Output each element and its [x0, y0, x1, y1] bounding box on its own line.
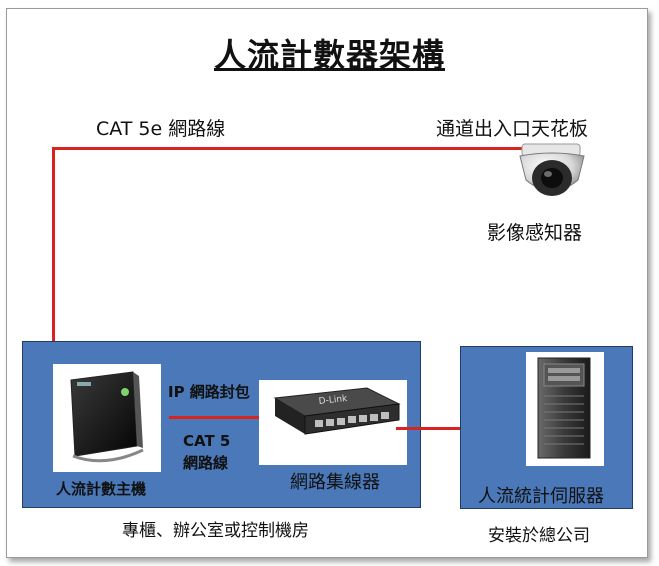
cable-horizontal-top — [52, 147, 542, 150]
cable-switch-server — [396, 427, 466, 430]
host-card — [53, 364, 161, 472]
sensor-label: 影像感知器 — [487, 222, 583, 244]
server-card — [526, 352, 604, 466]
ip-packet-label: IP 網路封包 — [168, 383, 250, 401]
cable-top-label: CAT 5e 網路線 — [96, 118, 226, 140]
svg-text:D-Link: D-Link — [318, 394, 348, 407]
switch-card: D-Link — [259, 380, 407, 465]
cable-host-switch — [169, 416, 261, 419]
server-label: 人流統計伺服器 — [478, 486, 604, 507]
site-location-label: 專櫃、辦公室或控制機房 — [122, 521, 309, 541]
host-computer-icon — [70, 371, 144, 463]
cat5-label-line2: 網路線 — [183, 454, 229, 472]
server-location-label: 安裝於總公司 — [488, 526, 590, 546]
switch-label: 網路集線器 — [290, 472, 380, 493]
diagram-title: 人流計數器架構 — [213, 36, 445, 74]
host-label: 人流計數主機 — [56, 480, 147, 498]
cat5-label-line1: CAT 5 — [183, 432, 231, 450]
cable-vertical-left — [52, 147, 55, 341]
camera-icon — [512, 140, 592, 210]
server-tower-icon — [537, 357, 591, 459]
network-switch-icon: D-Link — [273, 387, 401, 435]
ceiling-label: 通道出入口天花板 — [436, 118, 589, 140]
